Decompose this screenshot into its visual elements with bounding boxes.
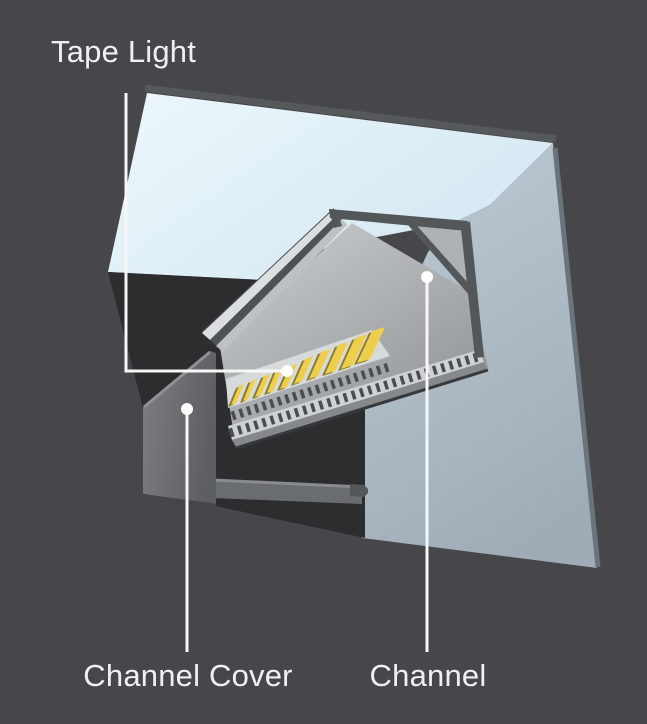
led-pads xyxy=(231,327,385,405)
flange-strip-inner xyxy=(216,219,347,352)
cover-face xyxy=(143,351,216,504)
tape-light-label: Tape Light xyxy=(51,34,197,69)
flange-strip-outer xyxy=(202,210,338,340)
bottom-edge xyxy=(235,368,489,450)
ceiling-surface xyxy=(108,93,553,280)
tape-light-dot xyxy=(281,365,293,377)
cover-bottom-edge xyxy=(143,494,218,515)
profile-right-bar xyxy=(461,221,484,358)
channel-cover-dot xyxy=(181,403,193,415)
channel-cover-part xyxy=(143,350,218,515)
cove-ledge xyxy=(212,478,368,504)
tape-light-leader-line xyxy=(124,93,283,373)
callout-annotations xyxy=(124,93,429,652)
cover-top-bevel xyxy=(143,350,211,409)
ceiling-edge-shadow xyxy=(144,84,557,143)
channel-profile-frame xyxy=(329,209,484,358)
flange-gap xyxy=(210,214,342,346)
profile-diagonal-strut xyxy=(401,217,477,296)
profile-left-step xyxy=(329,209,342,228)
ceiling-plane xyxy=(108,84,557,280)
channel-dot xyxy=(421,271,433,283)
channel-cover-label: Channel Cover xyxy=(83,658,293,693)
flange-top-edge xyxy=(202,208,335,333)
ledge-highlight xyxy=(212,478,363,489)
wall-right-edge xyxy=(552,147,601,568)
lens-rail xyxy=(228,350,484,440)
channel-body-face xyxy=(220,223,488,448)
mounting-clip xyxy=(350,484,368,497)
bottom-rail xyxy=(232,362,487,447)
callout-dots xyxy=(181,271,433,415)
profile-top-bar xyxy=(329,209,468,231)
channel-bottom-fins xyxy=(228,350,489,450)
channel-label: Channel xyxy=(369,658,487,693)
channel-top-flange xyxy=(202,208,347,352)
fin-row-lower xyxy=(228,351,483,438)
